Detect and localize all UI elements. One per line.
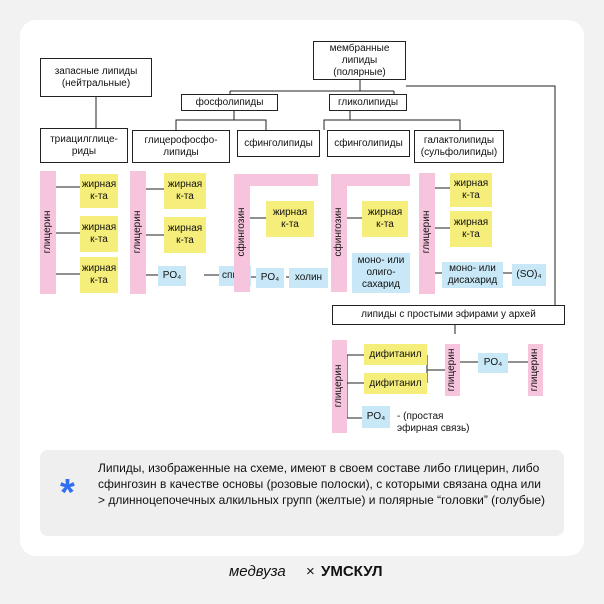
brand-left-logo: медвуза <box>229 563 286 580</box>
brand-right-logo: УМСКУЛ <box>321 563 383 580</box>
fatty-acid: жирная к-та <box>164 173 206 209</box>
fatty-acid: жирная к-та <box>450 173 492 207</box>
glycerol-label: глицерин <box>333 364 344 408</box>
fatty-acid: жирная к-та <box>362 201 408 237</box>
fatty-acid: жирная к-та <box>164 217 206 253</box>
sphingolipids-box-b: сфинголипиды <box>327 130 410 157</box>
glycerol-backbone-far <box>528 344 543 396</box>
triacylglycerides-box: триацилглице- риды <box>40 128 128 163</box>
separator-icon: × <box>306 563 315 580</box>
glycerol-label: глицерин <box>42 210 53 254</box>
sphingosine-label: сфингозин <box>333 207 344 257</box>
glycerol-backbone <box>40 171 56 294</box>
fatty-acid: жирная к-та <box>80 216 118 252</box>
diphytanyl-chain: дифитанил <box>364 344 427 365</box>
reserve-lipids-box: запасные липиды (нейтральные) <box>40 58 152 97</box>
fatty-acid: жирная к-та <box>450 211 492 247</box>
oligosaccharide-head: моно- или олиго- сахарид <box>352 253 410 293</box>
fatty-acid: жирная к-та <box>80 257 118 293</box>
glycerol-label: глицерин <box>446 348 457 392</box>
phosphate-head: PO₄ <box>478 353 508 373</box>
glycolipids-box: гликолипиды <box>329 94 407 111</box>
glycerol-label: глицерин <box>529 348 540 392</box>
glycerol-label: глицерин <box>132 210 143 254</box>
archaea-lipids-box: липиды с простыми эфирами у архей <box>332 305 565 325</box>
glycerophospholipids-box: глицерофосфо- липиды <box>132 130 230 163</box>
membrane-lipids-box: мембранные липиды (полярные) <box>313 41 406 80</box>
glycerol-backbone <box>419 173 435 294</box>
info-panel <box>40 450 564 536</box>
phosphate-head: PO₄ <box>158 266 186 286</box>
ether-bond-legend: - (простая эфирная связь) <box>397 411 470 434</box>
sphingosine-backbone-top <box>234 174 318 186</box>
choline-head: холин <box>289 268 328 288</box>
galactolipids-box: галактолипиды (сульфолипиды) <box>414 130 504 163</box>
sulfate-head: (SO)₄ <box>512 264 546 286</box>
phosphate-head: PO₄ <box>256 268 284 288</box>
info-text: Липиды, изображенные на схеме, имеют в с… <box>98 461 545 507</box>
glycerol-label: глицерин <box>421 210 432 254</box>
fatty-acid: жирная к-та <box>80 174 118 208</box>
glycerol-backbone-right <box>445 344 460 396</box>
sphingolipids-box-a: сфинголипиды <box>237 130 320 157</box>
asterisk-icon: * <box>60 472 75 514</box>
phosphate-head: PO₄ <box>362 406 390 428</box>
sphingosine-backbone-top <box>331 174 410 186</box>
diphytanyl-chain: дифитанил <box>364 373 427 394</box>
phospholipids-box: фосфолипиды <box>181 94 278 111</box>
disaccharide-head: моно- или дисахарид <box>442 262 503 288</box>
sphingosine-backbone-vertical <box>331 174 347 292</box>
glycerol-backbone <box>332 340 347 433</box>
glycerol-backbone <box>130 171 146 294</box>
sphingosine-label: сфингозин <box>236 207 247 257</box>
fatty-acid: жирная к-та <box>266 201 314 237</box>
sphingosine-backbone-vertical <box>234 174 250 292</box>
